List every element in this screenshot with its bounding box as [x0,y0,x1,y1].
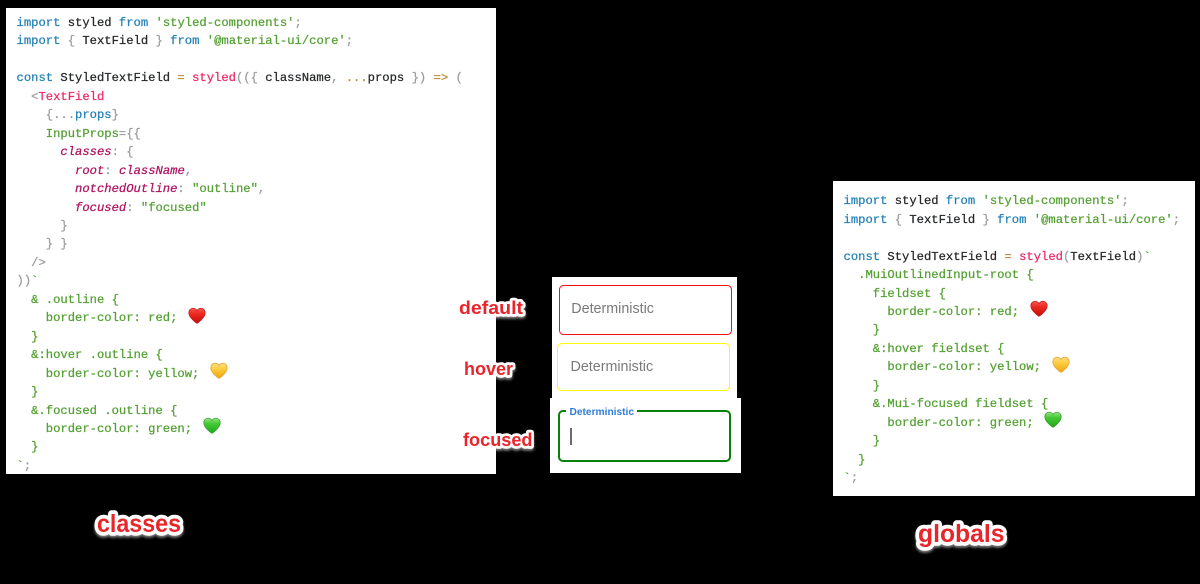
svg-text:globals: globals [918,520,1005,548]
svg-text:globals: globals [918,520,1005,548]
svg-text:classes: classes [97,510,181,538]
svg-text:default: default [459,297,523,318]
svg-text:hover: hover [464,358,513,379]
svg-text:focused: focused [463,429,533,450]
svg-text:hover: hover [464,358,513,379]
svg-text:default: default [459,297,523,318]
svg-text:focused: focused [463,429,533,450]
svg-text:classes: classes [97,510,181,538]
